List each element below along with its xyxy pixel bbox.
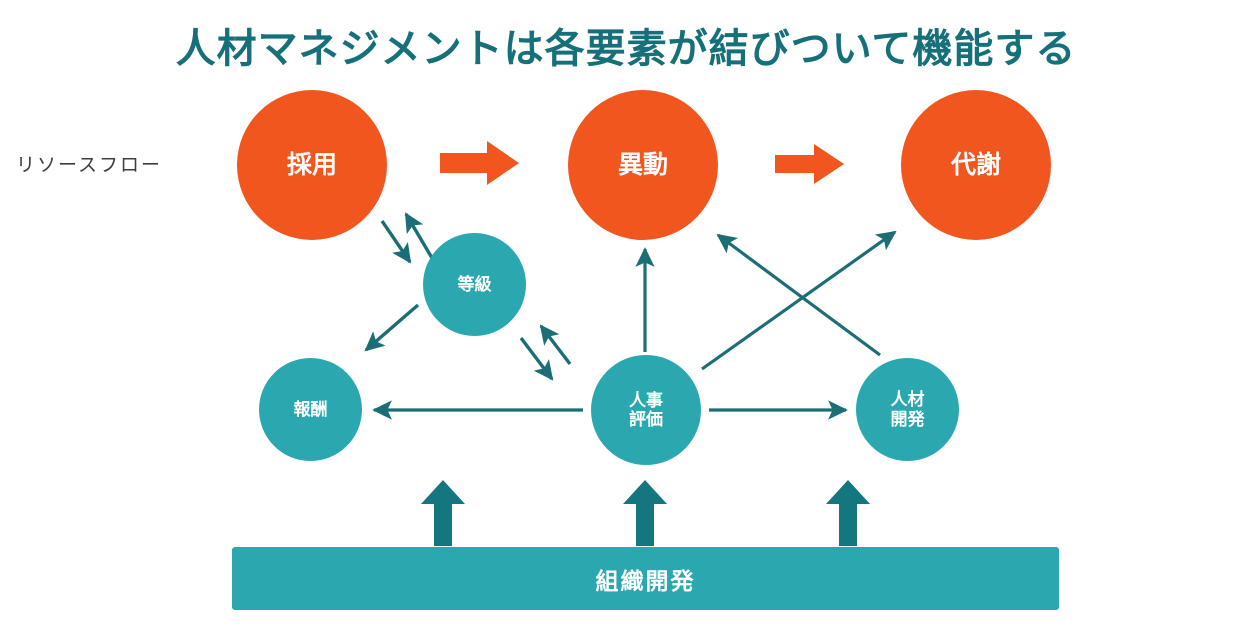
- node-houshu-label: 報酬: [293, 399, 328, 419]
- arrow-toukyu-to-houshu: [364, 303, 420, 352]
- arrow-toukyu-to-saiyo: [404, 212, 434, 259]
- node-jinzai-kaihatsu-label-line2: 開発: [890, 409, 925, 429]
- arrow-kaihatsu-to-ido: [716, 233, 881, 357]
- node-saiyo[interactable]: 採用: [237, 90, 387, 240]
- node-ido-label: 異動: [617, 151, 668, 179]
- node-toukyu[interactable]: 等級: [423, 233, 526, 336]
- arrow-org-to-kaihatsu: [826, 480, 870, 546]
- arrow-saiyo-to-ido: [440, 141, 519, 185]
- arrow-toukyu-to-jinji: [519, 336, 554, 381]
- arrow-ido-to-taisha: [775, 144, 844, 184]
- node-saiyo-label: 採用: [286, 151, 337, 179]
- node-ido[interactable]: 異動: [568, 90, 718, 240]
- node-taisha[interactable]: 代謝: [901, 90, 1051, 240]
- node-jinji-hyouka-label-line2: 評価: [629, 410, 663, 429]
- node-toukyu-label: 等級: [457, 274, 492, 294]
- node-jinzai-kaihatsu[interactable]: 人材 開発: [856, 358, 959, 461]
- arrow-jinji-to-taisha: [701, 230, 897, 371]
- node-jinzai-kaihatsu-label-line1: 人材: [890, 390, 925, 410]
- node-jinji-hyouka[interactable]: 人事 評価: [591, 355, 701, 465]
- org-development-bar[interactable]: 組織開発: [232, 547, 1059, 610]
- arrow-org-to-jinji: [623, 480, 667, 546]
- arrow-org-to-houshu: [421, 480, 465, 546]
- node-houshu[interactable]: 報酬: [259, 358, 362, 461]
- arrow-jinji-to-toukyu: [539, 324, 572, 366]
- resource-flow-label: リソースフロー: [16, 155, 163, 176]
- org-development-label: 組織開発: [595, 567, 696, 594]
- page-title: 人材マネジメントは各要素が結びついて機能する: [175, 27, 1077, 71]
- arrow-saiyo-to-toukyu: [380, 220, 412, 264]
- node-taisha-label: 代謝: [950, 151, 1001, 179]
- node-jinji-hyouka-label-line1: 人事: [629, 390, 663, 410]
